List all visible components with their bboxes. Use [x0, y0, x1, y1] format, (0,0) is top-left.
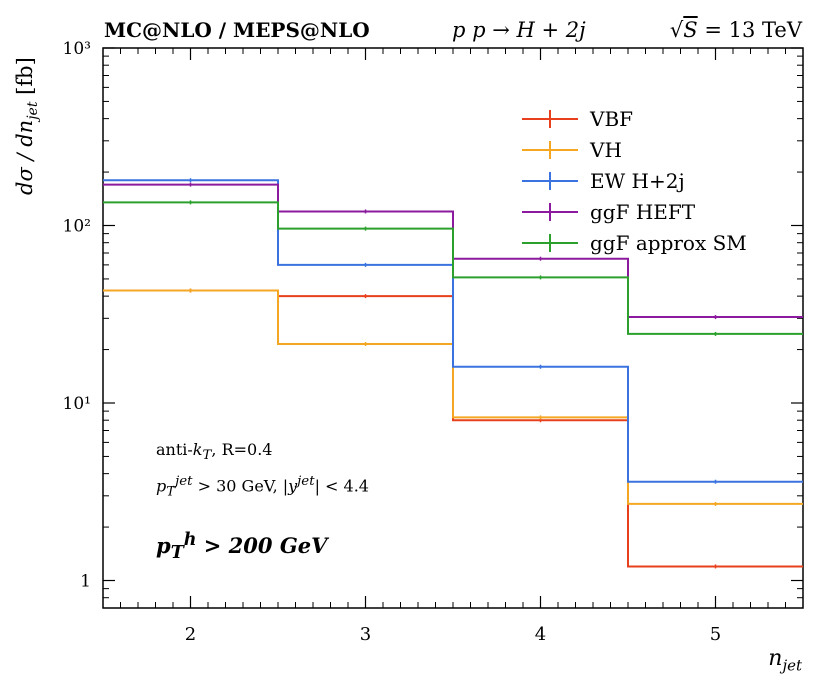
jet-algorithm-label: anti-kT, R=0.4 — [156, 440, 273, 464]
series-line-ggf-approx-sm — [103, 201, 803, 335]
legend-label: EW H+2j — [590, 168, 685, 193]
legend-swatch — [522, 231, 578, 255]
x-axis-label: njet — [768, 646, 802, 675]
y-tick-label: 10² — [63, 217, 91, 237]
series-line-vh — [103, 289, 803, 505]
legend-label: VH — [590, 137, 622, 162]
legend-item: VBF — [522, 103, 747, 134]
legend-swatch — [522, 200, 578, 224]
legend-label: ggF approx SM — [590, 230, 747, 255]
jet-cuts-label: pTjet > 30 GeV, |yjet| < 4.4 — [156, 474, 369, 500]
legend-item: ggF HEFT — [522, 196, 747, 227]
energy-label: √S = 13 TeV — [669, 18, 802, 42]
legend-item: VH — [522, 134, 747, 165]
legend-swatch — [522, 169, 578, 193]
x-tick-label: 4 — [535, 624, 546, 645]
y-tick-label: 1 — [80, 572, 91, 592]
generator-label: MC@NLO / MEPS@NLO — [104, 18, 370, 42]
legend-swatch — [522, 138, 578, 162]
axis-ticks: 2 3 4 5 1 10¹ 10² 10³ — [63, 39, 804, 645]
y-tick-label: 10³ — [63, 39, 91, 59]
legend-label: VBF — [590, 106, 634, 131]
legend-item: EW H+2j — [522, 165, 747, 196]
y-axis-label: dσ / dnjet [fb] — [12, 57, 42, 195]
legend-label: ggF HEFT — [590, 199, 696, 224]
process-label: p p → H + 2j — [452, 18, 586, 42]
x-tick-label: 5 — [710, 624, 721, 645]
y-tick-label: 10¹ — [63, 394, 91, 414]
legend-swatch — [522, 107, 578, 131]
higgs-pt-cut-label: pTh > 200 GeV — [156, 530, 328, 564]
legend-item: ggF approx SM — [522, 227, 747, 258]
x-tick-label: 3 — [360, 624, 371, 645]
legend: VBF VH EW H+2j ggF HEFT ggF approx SM — [522, 103, 747, 258]
x-tick-label: 2 — [185, 624, 196, 645]
series-group — [103, 178, 803, 569]
